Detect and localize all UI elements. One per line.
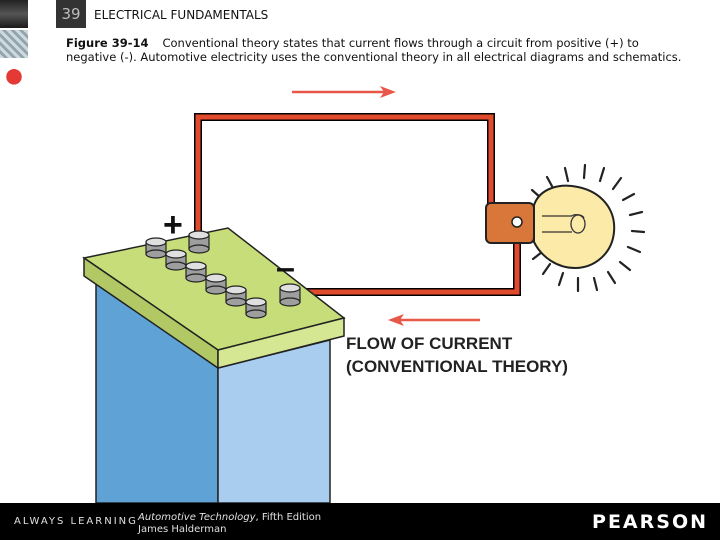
cell-cap	[165, 249, 187, 271]
thumbnail-strip	[0, 0, 28, 90]
flow-label-line2: (CONVENTIONAL THEORY)	[346, 357, 568, 376]
figure-caption-text: Conventional theory states that current …	[66, 36, 682, 64]
current-arrow-top	[292, 86, 396, 98]
cell-cap	[185, 261, 207, 283]
deck-title: ELECTRICAL FUNDAMENTALS	[94, 8, 269, 22]
circuit-wire-fill	[195, 114, 520, 295]
cell-cap	[245, 297, 267, 319]
pearson-logo: PEARSON	[592, 511, 708, 533]
minus-symbol: –	[276, 249, 295, 287]
current-arrow-bottom	[388, 314, 480, 326]
bulb-glow-rays	[530, 163, 646, 293]
always-learning-tagline: ALWAYS LEARNING	[14, 516, 138, 527]
positive-terminal	[188, 230, 210, 254]
thumbnail-image-car-red	[0, 60, 28, 88]
circuit-diagram: + – FLOW OF CURRENT (CONVENTIONAL THEORY…	[82, 86, 646, 503]
cell-cap	[145, 237, 167, 259]
thumbnail-image-pattern	[0, 30, 28, 58]
book-title: Automotive Technology	[138, 512, 256, 523]
flow-label-line1: FLOW OF CURRENT	[346, 334, 513, 353]
negative-terminal	[279, 283, 301, 307]
battery-lid-side	[217, 317, 345, 369]
plus-symbol: +	[163, 206, 183, 244]
bulb-contact-icon	[511, 216, 523, 228]
book-credit: Automotive Technology, Fifth Edition Jam…	[138, 512, 321, 536]
book-edition: , Fifth Edition	[255, 512, 322, 523]
bulb-base	[485, 202, 535, 244]
footer-bar: ALWAYS LEARNING Automotive Technology, F…	[0, 503, 720, 540]
cell-cap	[225, 285, 247, 307]
thumbnail-image-car-dark	[0, 0, 28, 28]
filament-icon	[542, 214, 586, 234]
book-author: James Halderman	[138, 524, 227, 535]
chapter-number: 39	[56, 0, 86, 28]
battery-cell-caps	[145, 237, 267, 319]
light-bulb-icon	[533, 184, 616, 270]
figure-label: Figure 39-14	[66, 36, 149, 50]
cell-cap	[205, 273, 227, 295]
